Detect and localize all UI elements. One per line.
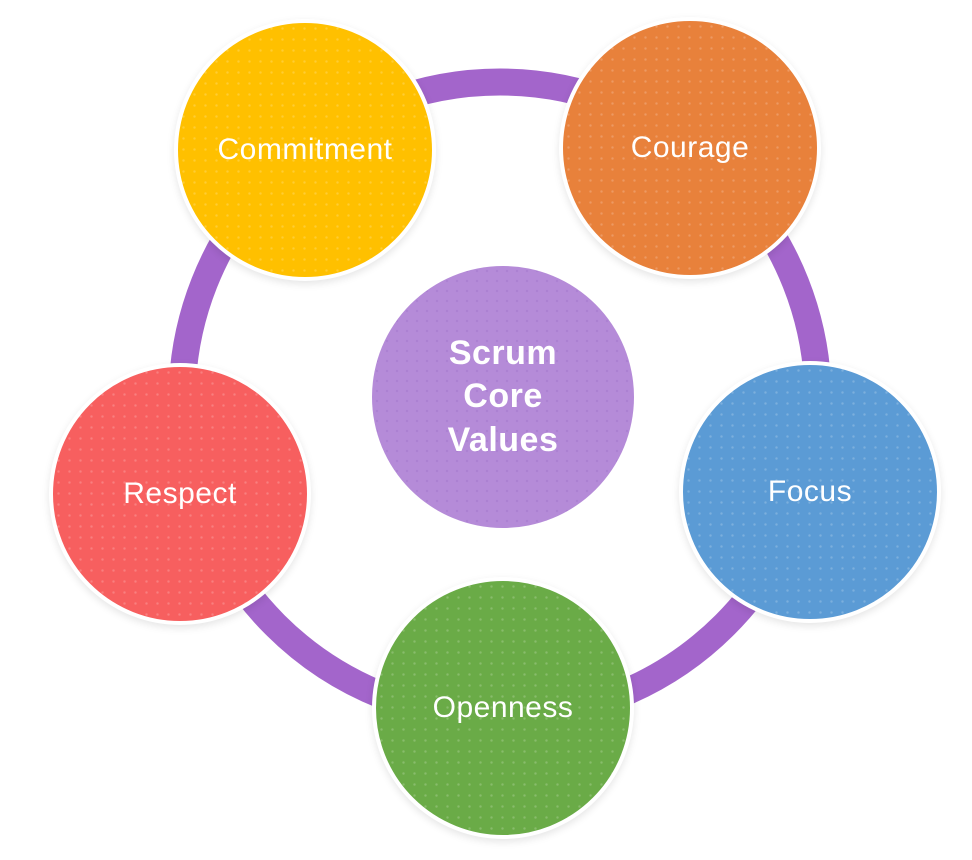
value-label-commitment: Commitment <box>217 132 393 166</box>
value-circle-commitment: Commitment <box>174 19 436 281</box>
value-label-focus: Focus <box>767 474 853 508</box>
value-circle-respect: Respect <box>49 363 311 625</box>
value-label-courage: Courage <box>630 130 750 164</box>
value-circle-openness: Openness <box>372 577 634 839</box>
center-circle: Scrum Core Values <box>372 266 634 528</box>
center-label: Scrum Core Values <box>447 333 559 459</box>
value-label-openness: Openness <box>432 690 574 724</box>
value-label-respect: Respect <box>123 476 237 510</box>
value-circle-focus: Focus <box>679 361 941 623</box>
value-circle-courage: Courage <box>559 17 821 279</box>
